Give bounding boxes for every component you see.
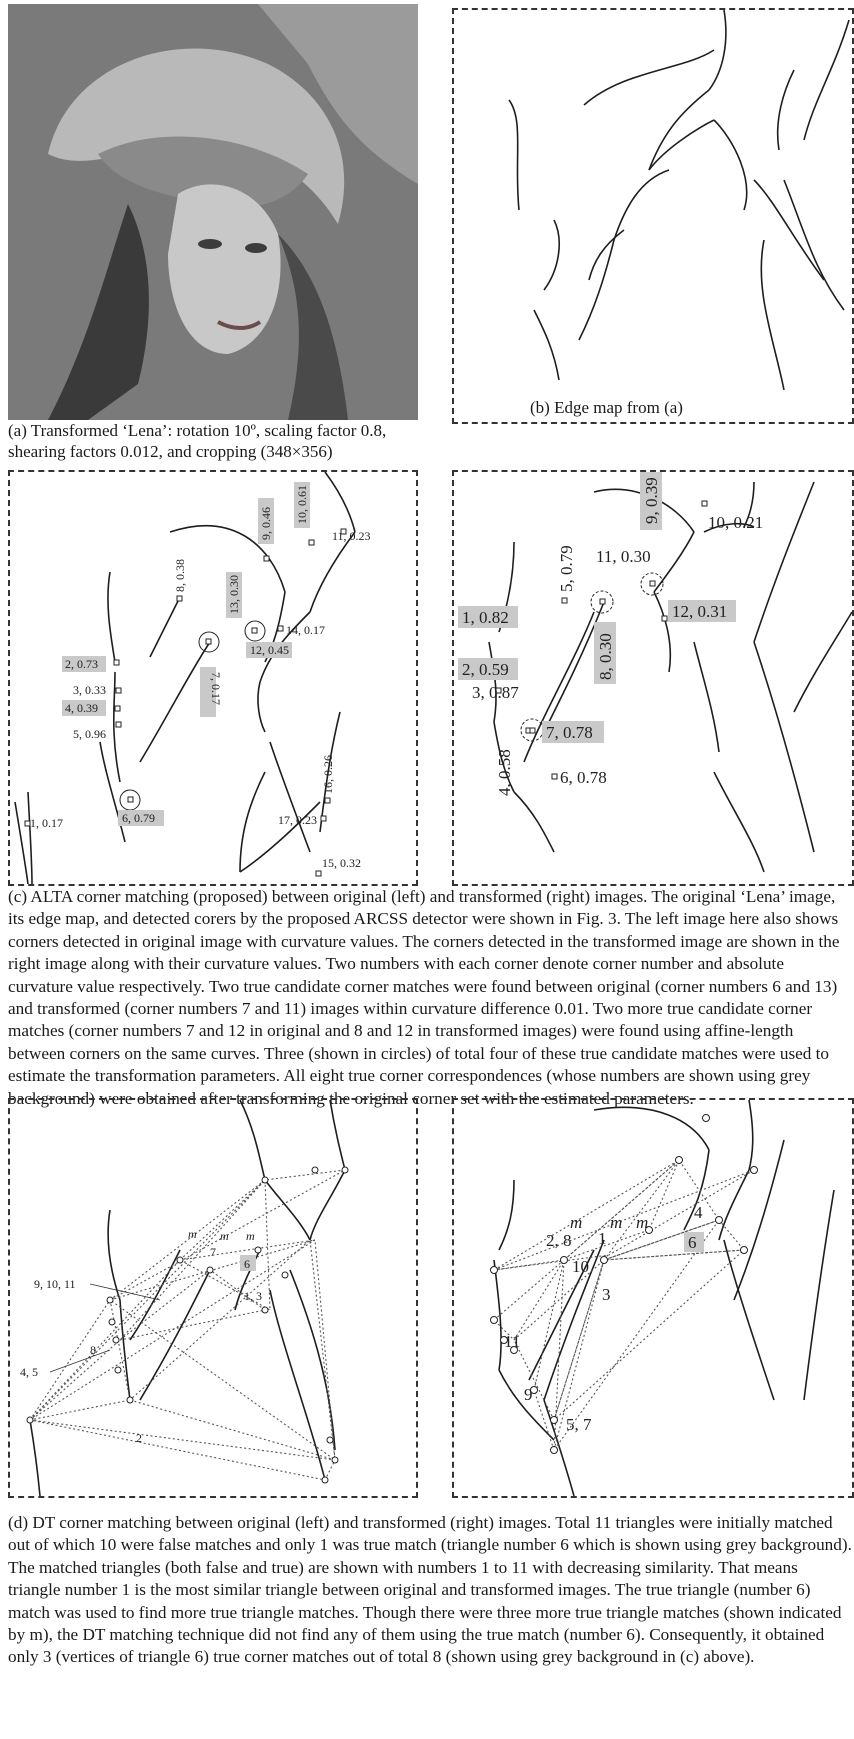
panel-a-caption-line2: shearing factors 0.012, and cropping (34… [8, 441, 438, 462]
d-right-label-m1: m [570, 1213, 582, 1232]
d-left-label-4-5: 4, 5 [20, 1365, 38, 1379]
d-left-triangles [30, 1170, 345, 1480]
panel-a-caption-line1: (a) Transformed ‘Lena’: rotation 10º, sc… [8, 420, 438, 441]
c-right-label-2: 2, 0.59 [462, 660, 509, 679]
panel-c-left-original: 1, 0.17 2, 0.73 3, 0.33 4, 0.39 5, 0.96 … [8, 470, 418, 886]
d-left-label-6: 6 [244, 1257, 250, 1271]
c-right-label-3: 3, 0.87 [472, 683, 519, 702]
c-right-label-12: 12, 0.31 [672, 602, 727, 621]
d-right-label-5-7: 5, 7 [566, 1415, 592, 1434]
d-right-label-m3: m [636, 1213, 648, 1232]
d-right-triangles [494, 1160, 754, 1450]
panel-b-caption: (b) Edge map from (a) [530, 397, 830, 418]
d-left-label-m3: m [246, 1229, 255, 1243]
panel-d-left-original: 9, 10, 11 8 4, 5 2 7 6 1, 3 m m m [8, 1098, 418, 1498]
d-left-label-1-3: 1, 3 [244, 1289, 262, 1303]
c-left-label-6: 6, 0.79 [122, 811, 155, 825]
c-left-label-7: 7, 0.17 [209, 672, 223, 705]
d-left-label-m1: m [188, 1227, 197, 1241]
d-right-label-m2: m [610, 1213, 622, 1232]
c-right-label-8: 8, 0.30 [596, 633, 615, 680]
panel-c-right-svg: 1, 0.82 2, 0.59 3, 0.87 4, 0.58 5, 0.79 … [454, 472, 852, 884]
c-left-label-8: 8, 0.38 [173, 559, 187, 592]
panel-c-left-svg: 1, 0.17 2, 0.73 3, 0.33 4, 0.39 5, 0.96 … [10, 472, 416, 884]
c-right-label-10: 10, 0.21 [708, 513, 763, 532]
c-left-label-1: 1, 0.17 [30, 816, 63, 830]
c-left-label-9: 9, 0.46 [259, 507, 273, 540]
c-right-label-5: 5, 0.79 [557, 545, 576, 592]
d-right-label-2-8: 2, 8 [546, 1231, 572, 1250]
d-left-label-7: 7 [210, 1245, 216, 1259]
panel-d-right-transformed: 2, 8 1 10 3 4 6 11 9 5, 7 m m m [452, 1098, 854, 1498]
c-left-label-13: 13, 0.30 [227, 575, 241, 614]
c-right-label-4: 4, 0.58 [495, 749, 514, 796]
d-right-label-11: 11 [504, 1332, 520, 1351]
c-left-label-16: 16, 0.26 [321, 755, 335, 794]
panel-c-right-transformed: 1, 0.82 2, 0.59 3, 0.87 4, 0.58 5, 0.79 … [452, 470, 854, 886]
d-right-label-1: 1 [598, 1229, 607, 1248]
c-right-label-9: 9, 0.39 [642, 477, 661, 524]
c-right-label-11: 11, 0.30 [596, 547, 651, 566]
c-left-label-12: 12, 0.45 [250, 643, 289, 657]
panel-c-caption: (c) ALTA corner matching (proposed) betw… [8, 886, 852, 1110]
edge-map-curves [454, 10, 852, 422]
c-right-label-6: 6, 0.78 [560, 768, 607, 787]
c-left-label-4: 4, 0.39 [65, 701, 98, 715]
transformed-lena-photo [8, 4, 418, 420]
c-left-label-15: 15, 0.32 [322, 856, 361, 870]
d-right-label-4: 4 [694, 1203, 703, 1222]
c-right-label-7: 7, 0.78 [546, 723, 593, 742]
panel-d-caption: (d) DT corner matching between original … [8, 1512, 852, 1669]
c-left-label-14: 14, 0.17 [286, 623, 325, 637]
panel-d-left-svg: 9, 10, 11 8 4, 5 2 7 6 1, 3 m m m [10, 1100, 416, 1496]
c-left-label-5: 5, 0.96 [73, 727, 106, 741]
c-left-label-11: 11, 0.23 [332, 529, 371, 543]
c-left-label-17: 17, 0.23 [278, 813, 317, 827]
panel-b-edge-map [452, 8, 854, 424]
d-right-label-10: 10 [572, 1257, 589, 1276]
c-left-label-10: 10, 0.61 [295, 485, 309, 524]
c-right-label-1: 1, 0.82 [462, 608, 509, 627]
d-left-label-m2: m [220, 1229, 229, 1243]
lena-photo-shapes [8, 4, 418, 420]
c-left-label-3: 3, 0.33 [73, 683, 106, 697]
d-left-label-9-10-11: 9, 10, 11 [34, 1277, 76, 1291]
panel-a-caption: (a) Transformed ‘Lena’: rotation 10º, sc… [8, 420, 438, 462]
c-left-label-2: 2, 0.73 [65, 657, 98, 671]
panel-d-right-svg: 2, 8 1 10 3 4 6 11 9 5, 7 m m m [454, 1100, 852, 1496]
d-left-label-8: 8 [90, 1343, 96, 1357]
d-right-label-3: 3 [602, 1285, 611, 1304]
d-left-label-2: 2 [136, 1431, 142, 1445]
d-right-label-9: 9 [524, 1385, 533, 1404]
d-right-label-6: 6 [688, 1233, 697, 1252]
